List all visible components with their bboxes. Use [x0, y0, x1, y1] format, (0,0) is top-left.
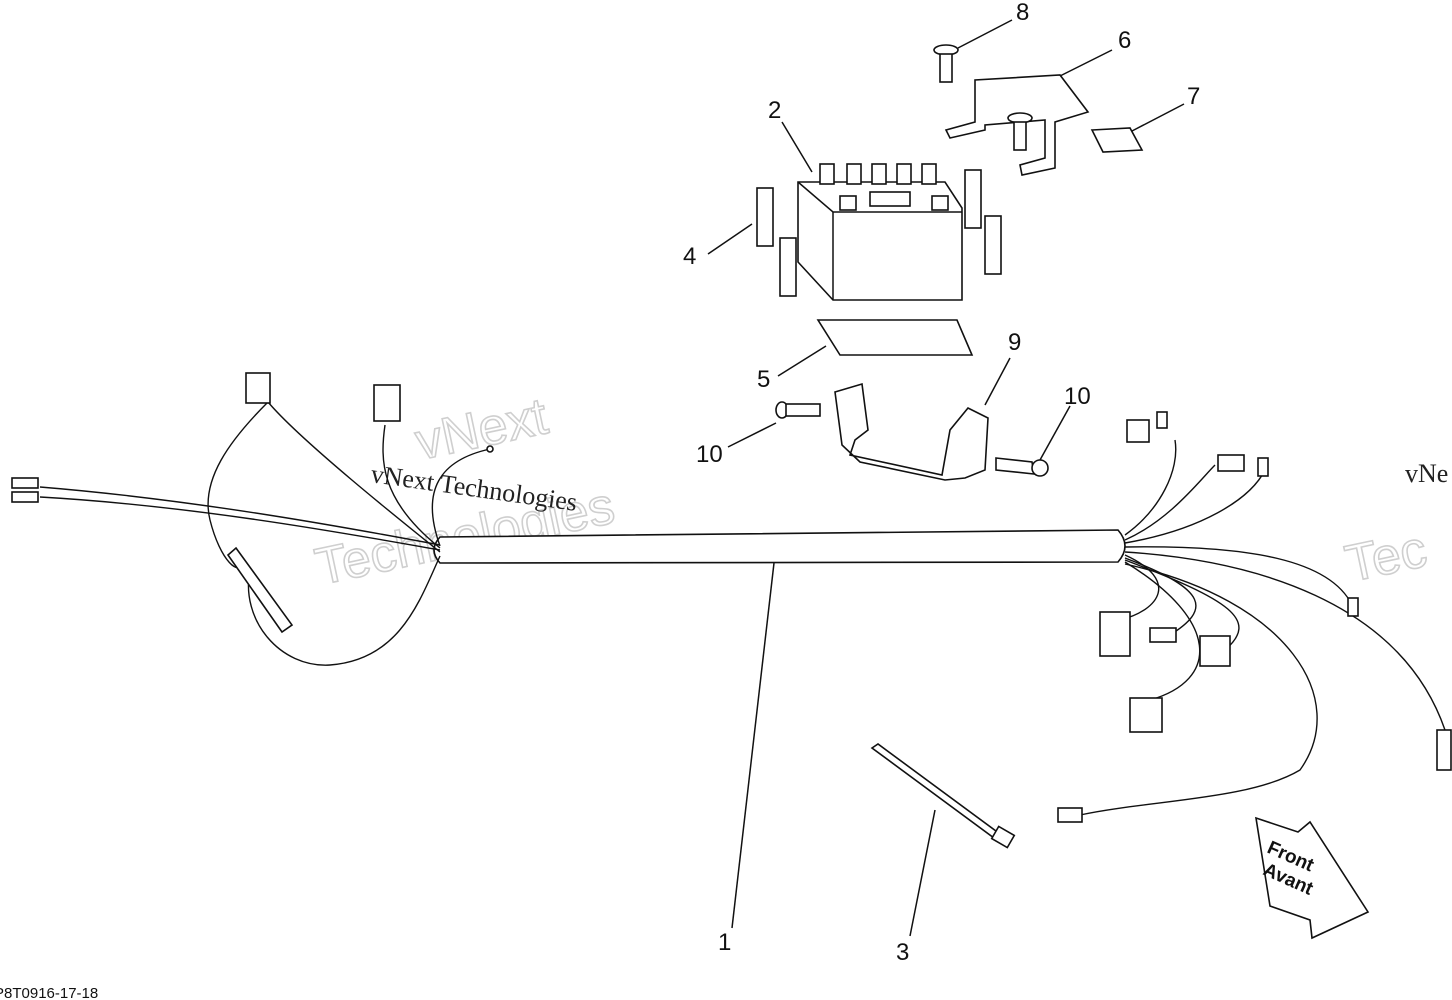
bolt-and-nut [775, 401, 1049, 477]
callout-7: 7 [1187, 83, 1200, 110]
wiring-harness [11, 372, 1452, 823]
leader-lines [707, 19, 1185, 937]
battery-holder-bracket [944, 74, 1090, 176]
callout-9: 9 [1008, 329, 1021, 356]
spacer-pads [756, 169, 1002, 297]
callout-2: 2 [768, 97, 781, 124]
battery [797, 163, 963, 301]
screws [933, 44, 1033, 151]
cable-tie [870, 743, 1016, 849]
watermark-group: vNext Technologies vNext Technologies vN… [310, 386, 1449, 597]
callout-8: 8 [1016, 0, 1029, 26]
watermark-tec: Tec [1340, 520, 1431, 594]
reference-code: P8T0916-17-18 [0, 985, 98, 1000]
support-clamp [834, 382, 989, 481]
callout-3: 3 [896, 939, 909, 966]
callout-5: 5 [757, 366, 770, 393]
callout-4: 4 [683, 243, 696, 270]
callout-1: 1 [718, 929, 731, 956]
callout-labels: 1 2 3 4 5 6 7 8 9 10 10 [683, 0, 1200, 966]
battery-pad [816, 319, 974, 356]
watermark-vnext: vNext [410, 387, 553, 471]
watermark-vne: vNe [1405, 459, 1448, 488]
front-direction-arrow: Front Avant [1255, 816, 1370, 940]
callout-10-nut: 10 [1064, 383, 1091, 410]
callout-10-bolt: 10 [696, 441, 723, 468]
callout-6: 6 [1118, 27, 1131, 54]
rubber-bumper [1090, 127, 1144, 153]
